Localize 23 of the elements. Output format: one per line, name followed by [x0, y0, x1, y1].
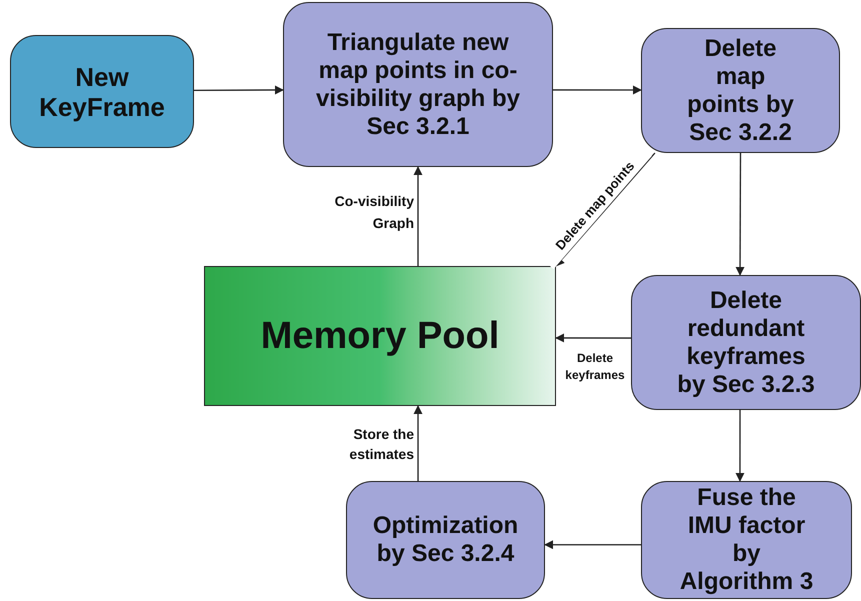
- process-box: [283, 2, 553, 167]
- node-label: Delete map points by Sec 3.2.2: [686, 34, 795, 146]
- node-label: Delete redundant keyframes by Sec 3.2.3: [676, 286, 816, 398]
- arrow: [736, 153, 745, 276]
- process-box: [641, 481, 852, 599]
- arrow: [555, 333, 631, 342]
- node-label: Triangulate new map points in co-visibility graph by Sec 3.2.1: [314, 28, 522, 140]
- process-box: [631, 275, 861, 410]
- arrow: [194, 85, 284, 94]
- arrow: [414, 166, 422, 266]
- node-label: New KeyFrame: [38, 62, 166, 122]
- node-label: Fuse the IMU factor by Algorithm 3: [678, 484, 814, 596]
- arrow: [414, 405, 423, 481]
- memory-pool-box: [204, 266, 556, 406]
- arrow: [553, 86, 642, 94]
- arrow: [555, 152, 656, 267]
- node-label: Optimization by Sec 3.2.4: [372, 512, 518, 568]
- arrow: [735, 410, 744, 482]
- node-label: Memory Pool: [260, 314, 500, 358]
- process-box: [641, 28, 840, 153]
- process-box: [346, 481, 545, 599]
- arrow: [544, 540, 641, 550]
- start-box: [10, 35, 194, 148]
